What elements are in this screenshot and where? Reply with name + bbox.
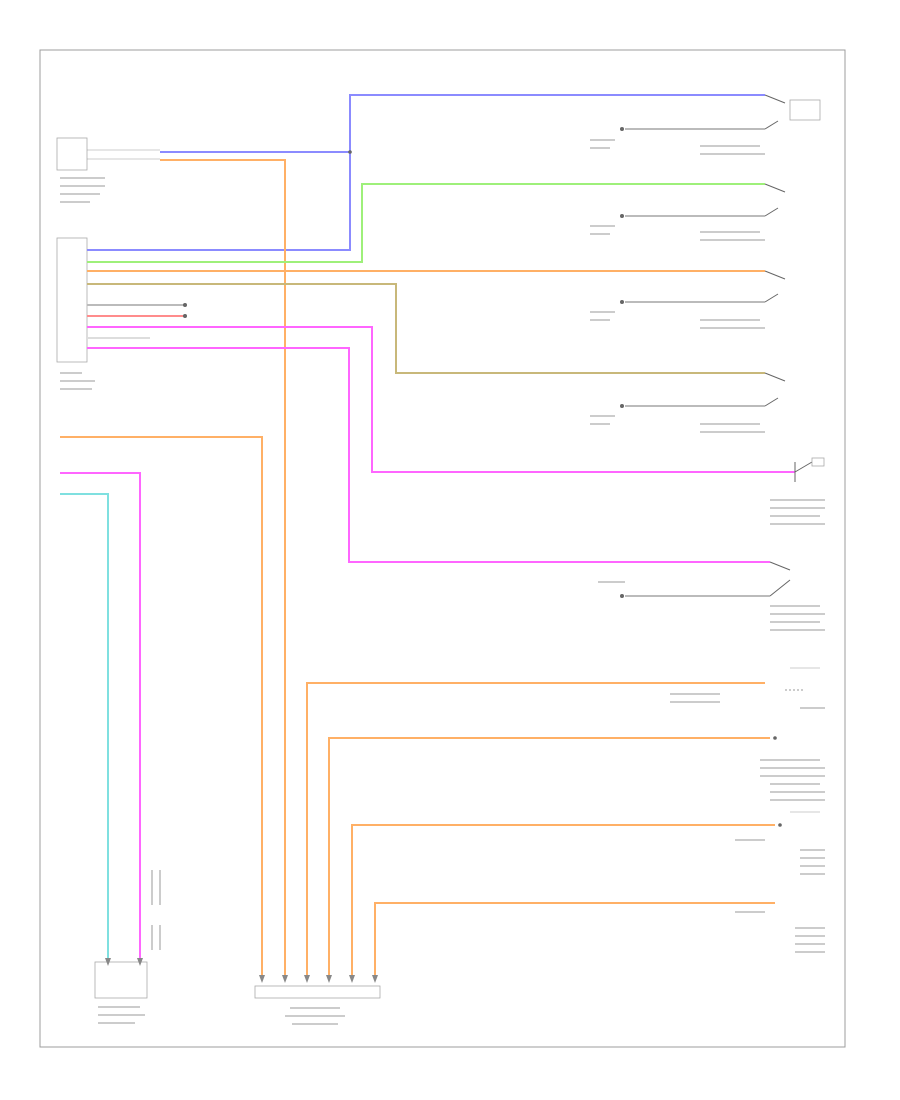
- bottom-connector-pins: [105, 958, 378, 983]
- switch-1: [590, 94, 821, 155]
- wire-cyan-left: [60, 493, 109, 958]
- wire-magenta-upper: [87, 326, 795, 473]
- wire-magenta-lower: [87, 347, 770, 563]
- switch-4: [590, 372, 786, 433]
- wire-olive: [87, 283, 765, 374]
- component-10: [735, 911, 825, 953]
- wires: [60, 94, 795, 975]
- wire-blue-upper: [160, 94, 765, 153]
- bottom-center-module: [254, 985, 381, 1025]
- wire-magenta-left: [60, 472, 141, 958]
- switch-5: [770, 457, 825, 525]
- wire-orange-fan-2: [328, 737, 770, 975]
- bottom-left-module: [94, 961, 148, 1024]
- switch-2: [590, 183, 786, 241]
- vertical-pin-labels: [151, 870, 161, 950]
- component-7: [670, 667, 825, 709]
- switches: [590, 94, 825, 953]
- diagram-frame: [39, 49, 846, 1048]
- component-9: [735, 811, 825, 875]
- wire-green: [87, 183, 765, 263]
- wire-orange-fan-3: [351, 824, 775, 975]
- wire-orange-left: [60, 436, 263, 975]
- component-8: [760, 736, 825, 801]
- top-left-control-module: [56, 137, 160, 203]
- switch-3: [590, 270, 786, 329]
- junctions: [183, 127, 624, 598]
- switch-6: [598, 561, 825, 631]
- wire-orange-fan-4: [374, 902, 775, 975]
- wire-blue-lower: [87, 152, 351, 251]
- wire-orange-fan-1: [306, 682, 765, 975]
- wire-orange-trunk: [160, 159, 286, 975]
- left-body-control-module: [56, 237, 95, 390]
